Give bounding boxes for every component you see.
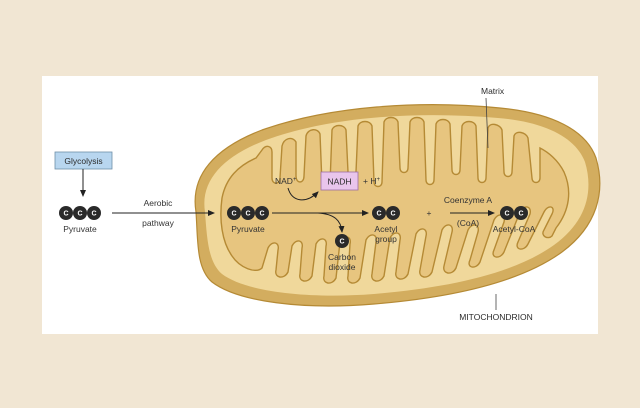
acetyl-coa-molecule: C C — [500, 206, 528, 220]
carbon-dioxide-line1: Carbon — [328, 252, 356, 262]
co2-release-arrow — [317, 212, 345, 233]
nadh-label: NADH — [327, 177, 351, 187]
acetyl-label-line1: Acetyl — [374, 224, 397, 234]
svg-text:C: C — [504, 211, 509, 218]
svg-text:C: C — [376, 211, 381, 218]
acetyl-group-molecule: C C — [372, 206, 400, 220]
pyruvate-label-left: Pyruvate — [63, 224, 97, 234]
acetyl-coa-label: Acetyl-CoA — [493, 224, 536, 234]
svg-text:C: C — [259, 211, 264, 218]
svg-text:C: C — [91, 211, 96, 218]
coenzyme-label-line1: Coenzyme A — [444, 195, 493, 205]
carbon-dioxide-atom — [335, 234, 349, 248]
svg-text:C: C — [245, 211, 250, 218]
svg-text:C: C — [390, 211, 395, 218]
matrix-label: Matrix — [481, 86, 505, 96]
svg-text:C: C — [77, 211, 82, 218]
mitochondrion-label: MITOCHONDRION — [459, 312, 533, 322]
aerobic-label-line1: Aerobic — [144, 198, 174, 208]
plus-h-label: + H+ — [363, 176, 380, 186]
svg-text:C: C — [518, 211, 523, 218]
svg-text:C: C — [63, 211, 68, 218]
carbon-dioxide-line2: dioxide — [329, 262, 356, 272]
nad-label: NAD+ — [275, 176, 297, 186]
pyruvate-molecule-left: C C C — [59, 206, 101, 220]
matrix-leader — [485, 97, 489, 149]
plus-sign: + — [427, 208, 432, 218]
pyruvate-label-inner: Pyruvate — [231, 224, 265, 234]
glycolysis-label: Glycolysis — [64, 156, 102, 166]
nad-to-nadh-arrow — [287, 187, 319, 201]
svg-text:C: C — [231, 211, 236, 218]
nadh-box — [320, 171, 359, 191]
acetyl-label-line2: group — [375, 234, 397, 244]
svg-text:C: C — [339, 239, 344, 246]
coenzyme-label-line2: (CoA) — [457, 218, 479, 228]
pyruvate-molecule-inner: C C C — [227, 206, 269, 220]
aerobic-label-line2: pathway — [142, 218, 174, 228]
